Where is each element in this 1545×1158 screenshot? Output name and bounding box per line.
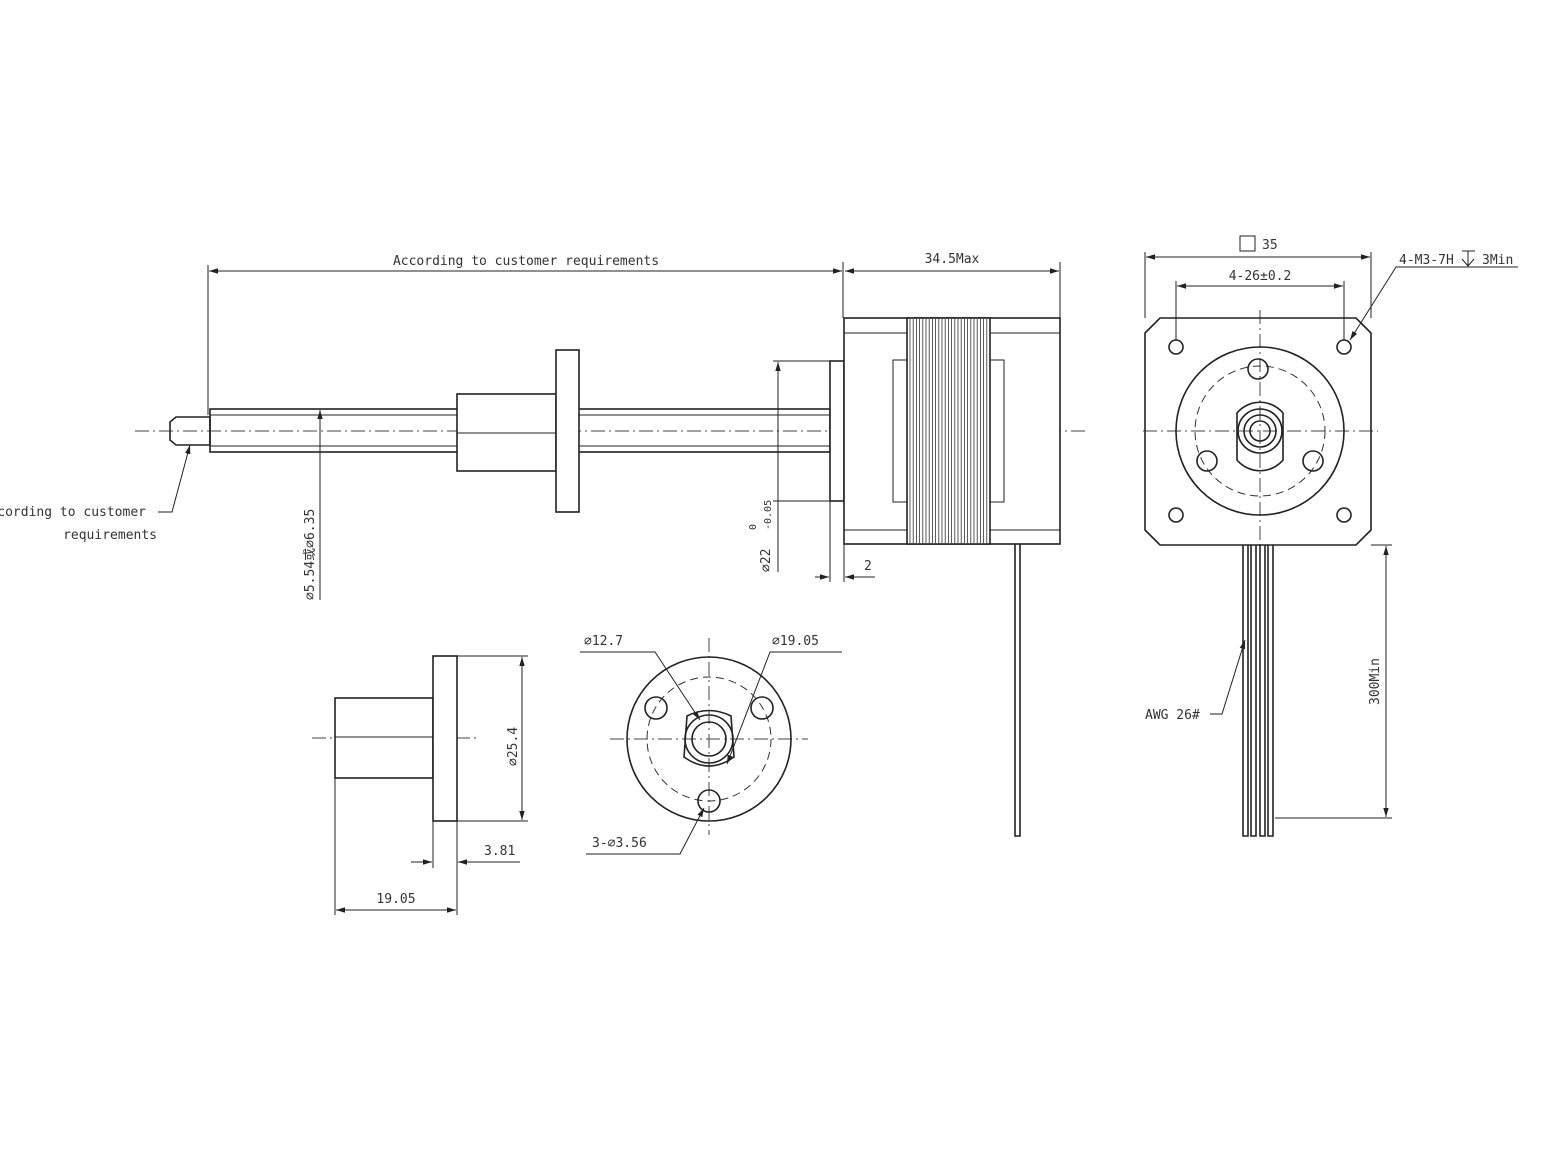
tip-note-line2: requirements: [63, 528, 157, 543]
nut-flange-thick-label: 3.81: [484, 844, 515, 859]
hole-spacing-label: 4-26±0.2: [1229, 269, 1292, 284]
nut-front-hole: [644, 696, 668, 720]
boss-diameter-label: ∅22: [759, 549, 774, 572]
shaft-length-label: According to customer requirements: [393, 254, 659, 269]
front-boss: [1175, 346, 1345, 516]
nut-bcd-label: ∅19.05: [772, 634, 819, 649]
boss-tol-lower: -0.05: [763, 500, 774, 530]
side-view: According to customer requirements 34.5M…: [0, 252, 1088, 837]
mount-hole: [1168, 507, 1184, 523]
boss-tol-upper: 0: [748, 524, 759, 530]
nut-hole: [1247, 358, 1269, 380]
nut-hole: [1302, 450, 1324, 472]
nut-side-body: [334, 697, 434, 779]
nut-front-view: ∅12.7 ∅19.05 3-∅3.56: [580, 634, 842, 855]
thread-depth-label: 3Min: [1482, 253, 1513, 268]
motor-boss: [829, 360, 845, 502]
nut-inner-dia-label: ∅12.7: [584, 634, 623, 649]
frame-size-label: 35: [1262, 238, 1278, 253]
wire-gauge-label: AWG 26#: [1145, 708, 1200, 723]
nut-flange-circle: [626, 656, 792, 822]
nut-front-hole: [697, 789, 721, 813]
side-lead-wire: [1014, 544, 1021, 837]
nut-side-view: ∅25.4 3.81 19.05: [312, 655, 528, 915]
lamination-lines: [909, 319, 988, 543]
nut-front-hole: [750, 696, 774, 720]
nut-hole: [1196, 450, 1218, 472]
front-nut-body: [1237, 408, 1283, 454]
boss-height-label: 2: [864, 559, 872, 574]
mount-hole: [1168, 339, 1184, 355]
front-lead-wires: [1242, 545, 1274, 837]
nut-holes-label: 3-∅3.56: [592, 836, 647, 851]
nut-length-label: 19.05: [376, 892, 415, 907]
shaft-diameter-label: ∅5.54或∅6.35: [303, 509, 318, 600]
motor-length-label: 34.5Max: [925, 252, 980, 267]
nut-front-body: [684, 714, 734, 764]
mount-hole: [1336, 339, 1352, 355]
front-view: 35 4-26±0.2 4-M3-7H 3Min AWG 26# 300Min: [1143, 235, 1518, 837]
nut-flange-dia-label: ∅25.4: [506, 727, 521, 766]
tip-note-line1: According to customer: [0, 505, 146, 520]
lead-length-label: 300Min: [1368, 658, 1383, 705]
thread-note-label: 4-M3-7H: [1399, 253, 1454, 268]
mount-hole: [1336, 507, 1352, 523]
lead-nut-flange: [555, 349, 580, 513]
nut-side-flange: [432, 655, 458, 822]
